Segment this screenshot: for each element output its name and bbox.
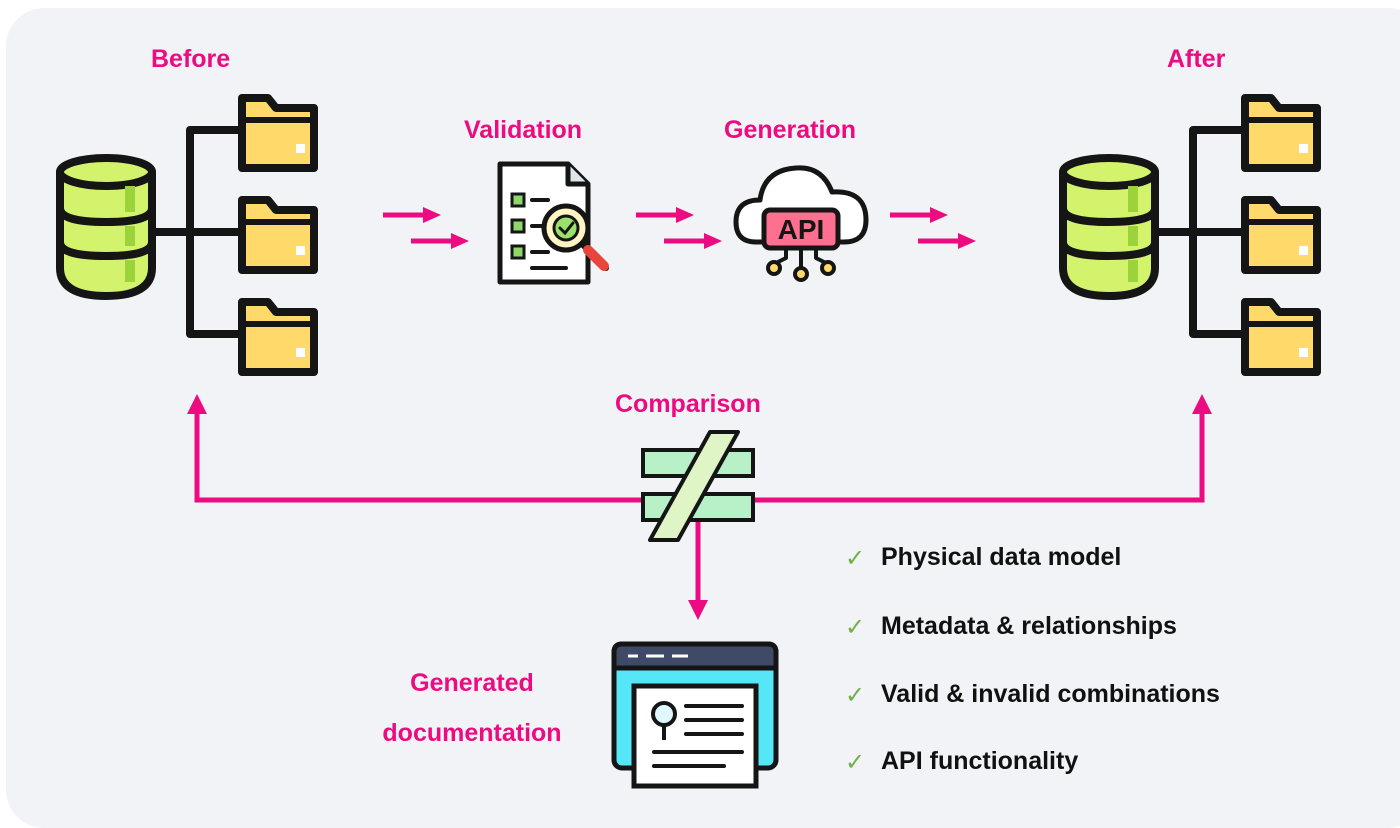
check-icon: ✓ [845,543,866,572]
before-label: Before [151,45,231,73]
document-window-icon [611,641,779,789]
database-icon [1063,98,1317,372]
not-equal-icon [641,430,755,542]
check-icon: ✓ [845,747,866,776]
checklist-item: ✓ API functionality [845,747,1078,776]
database-icon [60,98,314,372]
after-database-tree [1063,98,1317,372]
check-icon: ✓ [845,612,866,641]
validation-label: Validation [464,116,583,144]
checklist-item-text: Valid & invalid combinations [881,680,1220,708]
checklist-item: ✓ Metadata & relationships [845,612,1177,641]
comparison-label: Comparison [615,390,761,418]
check-icon: ✓ [845,680,866,709]
flow-arrow-1 [383,207,469,249]
api-icon-text: API [778,214,825,245]
generated-documentation-line1: Generated [410,669,534,697]
flow-arrow-2 [636,207,722,249]
generated-documentation-label: Generated documentation [352,658,592,758]
checklist-item: ✓ Physical data model [845,543,1121,572]
before-database-tree [60,98,314,372]
checklist-item: ✓ Valid & invalid combinations [845,680,1220,709]
after-label: After [1167,45,1226,73]
generation-label: Generation [724,116,856,144]
checklist-magnifier-icon [497,161,609,285]
generated-documentation-line2: documentation [382,719,562,747]
flow-arrow-3 [890,207,976,249]
checklist-item-text: Physical data model [881,543,1122,571]
checklist-item-text: API functionality [881,747,1079,775]
checklist-item-text: Metadata & relationships [881,612,1177,640]
cloud-api-icon: API [733,165,869,282]
